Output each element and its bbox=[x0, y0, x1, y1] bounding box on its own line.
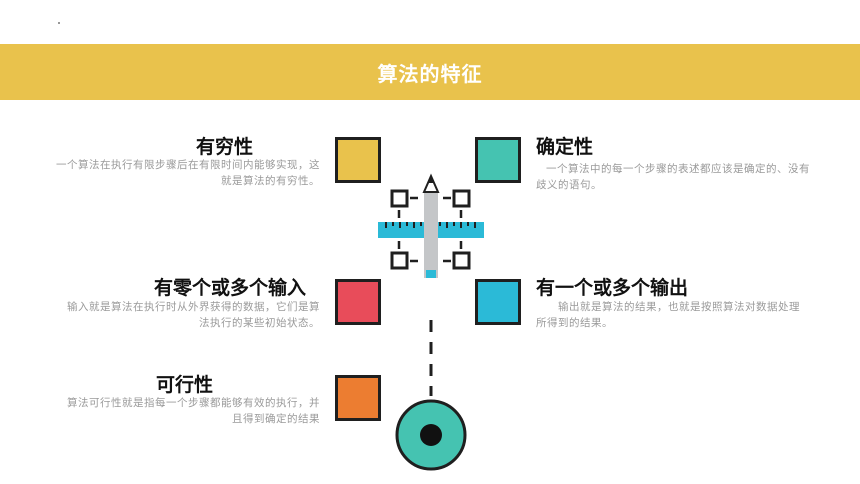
title-banner: 算法的特征 bbox=[0, 44, 860, 100]
blue-square-icon bbox=[475, 279, 521, 325]
feature-title-definiteness: 确定性 bbox=[536, 136, 594, 158]
page-title: 算法的特征 bbox=[377, 61, 483, 86]
center-graphic bbox=[378, 173, 484, 471]
red-square-icon bbox=[335, 279, 381, 325]
feature-desc-input: 输入就是算法在执行时从外界获得的数据，它们是算法执行的某些初始状态。 bbox=[67, 301, 320, 329]
feature-title-output: 有一个或多个输出 bbox=[536, 277, 689, 299]
feature-title-feasibility: 可行性 bbox=[156, 374, 214, 396]
pencil-ruler-icon bbox=[378, 173, 484, 278]
feature-desc-definiteness: 一个算法中的每一个步骤的表述都应该是确定的、没有歧义的语句。 bbox=[536, 163, 810, 191]
orange-square-icon bbox=[335, 375, 381, 421]
target-circle-icon bbox=[395, 399, 467, 471]
feature-desc-finiteness: 一个算法在执行有限步骤后在有限时间内能够实现，这就是算法的有穷性。 bbox=[56, 159, 320, 187]
feature-desc-output: 输出就是算法的结果，也就是按照算法对数据处理所得到的结果。 bbox=[536, 301, 800, 329]
yellow-square-icon bbox=[335, 137, 381, 183]
decorative-dot bbox=[58, 22, 60, 24]
feature-title-finiteness: 有穷性 bbox=[196, 136, 254, 158]
feature-desc-feasibility: 算法可行性就是指每一个步骤都能够有效的执行，并且得到确定的结果 bbox=[67, 397, 320, 425]
feature-title-input: 有零个或多个输入 bbox=[154, 277, 307, 299]
teal-square-icon bbox=[475, 137, 521, 183]
